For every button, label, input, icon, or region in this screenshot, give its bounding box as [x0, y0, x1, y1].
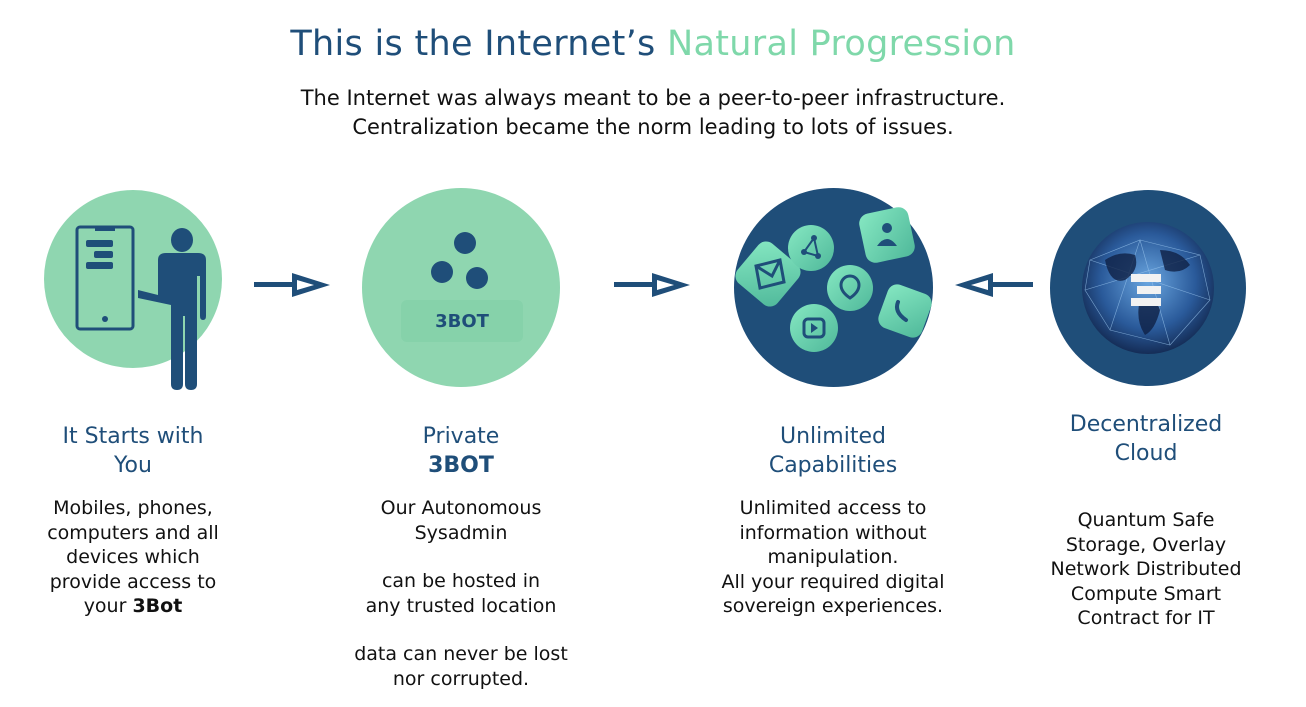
description-line: Sysadmin — [414, 521, 508, 544]
title-main: This is the Internet’s — [290, 24, 656, 64]
play-tile-icon — [790, 304, 838, 352]
title-accent: Natural Progression — [667, 24, 1016, 64]
step-description: Our Autonomous Sysadmin can be hosted in… — [331, 496, 591, 691]
phone-tile-icon — [878, 284, 932, 338]
heading-line: Private — [422, 424, 500, 449]
arrow-right-icon — [254, 273, 330, 297]
location-tile-icon — [827, 265, 873, 311]
3bot-label-box: 3BOT — [401, 300, 523, 342]
description-line: sovereign experiences. — [722, 595, 944, 617]
share-tile-icon — [788, 225, 834, 271]
step-heading: Decentralized Cloud — [1016, 410, 1276, 468]
step-description: Quantum Safe Storage, Overlay Network Di… — [1016, 508, 1276, 631]
description-line: Network Distributed — [1050, 558, 1242, 580]
globe-icon — [1082, 222, 1214, 354]
heading-line: It Starts with — [62, 424, 204, 449]
3bot-emphasis: 3Bot — [132, 595, 183, 617]
heading-line: Cloud — [1114, 441, 1178, 466]
mail-tile-icon — [735, 241, 801, 307]
description-line: manipulation. — [767, 546, 899, 568]
description-line: computers and all — [47, 521, 219, 544]
user-tile-icon — [859, 207, 915, 263]
heading-line: You — [114, 453, 152, 478]
step2-circle — [362, 188, 560, 387]
step-private-3bot: Private 3BOT Our Autonomous Sysadmin can… — [331, 422, 591, 691]
page-title: This is the Internet’s Natural Progressi… — [0, 24, 1306, 64]
description-line: provide access to — [49, 570, 217, 593]
description-line: information without — [739, 521, 927, 544]
heading-line: 3BOT — [428, 453, 494, 478]
step-heading: It Starts with You — [3, 422, 263, 480]
subtitle-line: Centralization became the norm leading t… — [352, 115, 954, 139]
description-line: your 3Bot — [3, 594, 263, 619]
arrow-right-icon — [614, 273, 690, 297]
description-line: Mobiles, phones, — [53, 497, 213, 519]
arrow-left-icon — [955, 273, 1033, 297]
three-dots-icon — [431, 232, 488, 289]
description-line: All your required digital — [721, 570, 945, 593]
step-decentralized-cloud: Decentralized Cloud Quantum Safe Storage… — [1016, 410, 1276, 631]
3bot-label: 3BOT — [435, 310, 489, 332]
description-line: Our Autonomous — [380, 497, 542, 519]
step-it-starts-with-you: It Starts with You Mobiles, phones, comp… — [3, 422, 263, 619]
description-line: devices which — [66, 546, 200, 568]
step-description: Mobiles, phones, computers and all devic… — [3, 496, 263, 619]
heading-line: Unlimited — [780, 424, 886, 449]
person-with-phone-icon — [75, 225, 206, 390]
step-heading: Private 3BOT — [331, 422, 591, 480]
description-line: can be hosted in — [381, 570, 541, 592]
heading-line: Capabilities — [768, 453, 898, 478]
step-heading: Unlimited Capabilities — [703, 422, 963, 480]
subtitle-line: The Internet was always meant to be a pe… — [300, 86, 1006, 110]
description-line: Compute Smart — [1070, 582, 1222, 605]
description-line: Contract for IT — [1077, 607, 1215, 629]
app-tiles-icon — [735, 207, 932, 352]
description-line: Quantum Safe — [1077, 509, 1215, 531]
description-line: any trusted location — [365, 594, 557, 617]
description-line: Storage, Overlay — [1065, 533, 1227, 556]
step-description: Unlimited access to information without … — [703, 496, 963, 619]
description-line: data can never be lost — [354, 643, 568, 665]
description-line: Unlimited access to — [739, 497, 927, 519]
description-line: nor corrupted. — [392, 667, 530, 690]
heading-line: Decentralized — [1069, 412, 1223, 437]
step-unlimited-capabilities: Unlimited Capabilities Unlimited access … — [703, 422, 963, 619]
description-text: your — [83, 595, 133, 617]
subtitle: The Internet was always meant to be a pe… — [0, 84, 1306, 142]
